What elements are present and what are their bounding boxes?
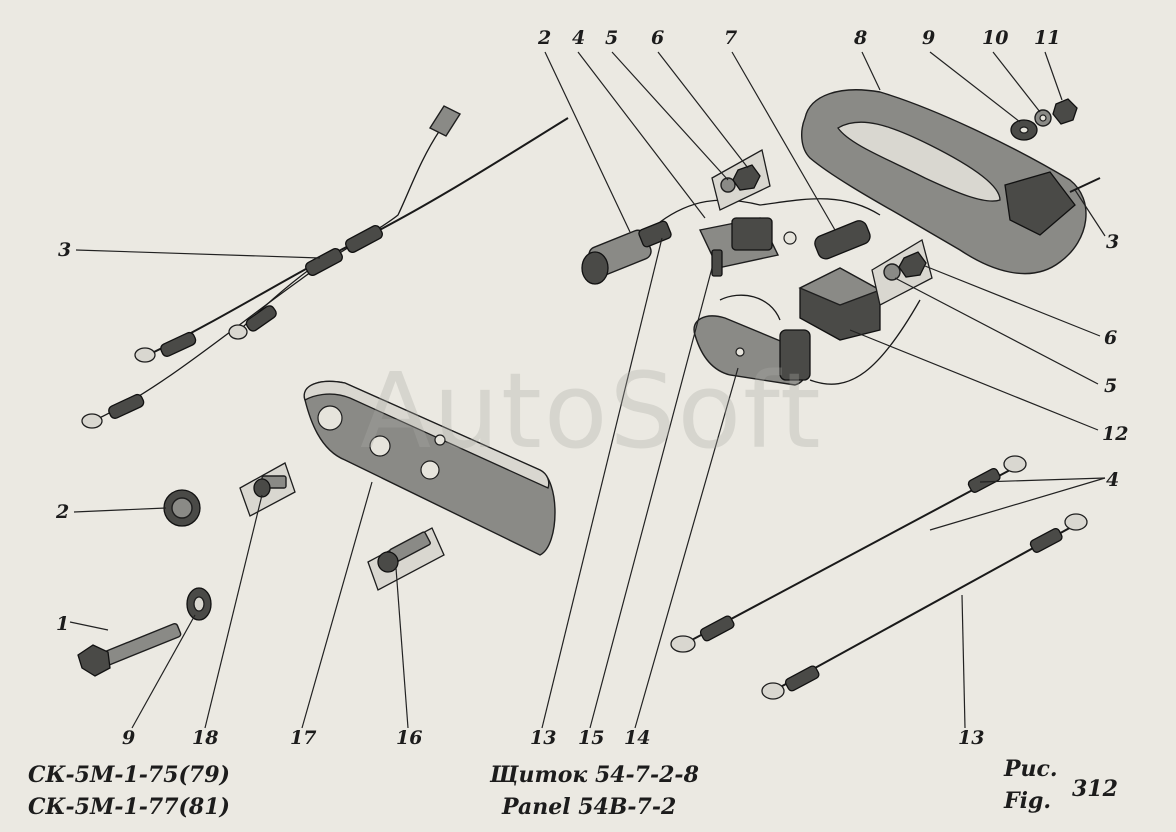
callout-13-bottom: 13 [530, 727, 556, 749]
callout-9-bottom: 9 [122, 727, 135, 749]
callout-1-left: 1 [56, 613, 69, 635]
model-code-2: СК-5М-1-77(81) [28, 794, 230, 820]
callout-18-bottom: 18 [192, 727, 218, 749]
housing-8 [801, 89, 1101, 275]
callout-3-right: 3 [1106, 231, 1119, 253]
callout-3-left: 3 [58, 239, 71, 261]
leader-lines [69, 51, 1106, 729]
fig-label-ru: Рис. [1004, 756, 1058, 782]
callout-8-top: 8 [853, 27, 867, 49]
callout-13-bottom-right: 13 [958, 727, 984, 749]
callout-labels: 2 4 5 6 7 8 9 10 11 3 3 6 5 12 4 2 1 9 1… [55, 27, 1128, 749]
callout-2-top: 2 [537, 27, 551, 49]
callout-12-right: 12 [1102, 423, 1128, 445]
terminal-block-12 [798, 238, 933, 341]
screw-16 [367, 527, 445, 591]
callout-6-top: 6 [651, 27, 664, 49]
callout-2-left: 2 [55, 501, 69, 523]
bolt-1 [77, 587, 212, 677]
callout-9-top: 9 [922, 27, 935, 49]
sleeve-7 [814, 220, 871, 260]
callout-5-right: 5 [1104, 375, 1117, 397]
callout-17-bottom: 17 [290, 727, 316, 749]
callout-7-top: 7 [724, 27, 737, 49]
nut-washer-5-6-top [711, 149, 771, 211]
lamp-holder-2 [581, 220, 672, 285]
wire-harness-3 [81, 105, 569, 429]
toggle-switch [659, 198, 881, 277]
callout-11-top: 11 [1034, 27, 1060, 49]
fig-label-en: Fig. [1004, 788, 1052, 814]
title-ru: Щиток 54-7-2-8 [490, 762, 699, 788]
screw-18 [239, 462, 296, 517]
panel-17 [303, 380, 556, 556]
wire-4 [670, 455, 1027, 653]
callout-6-right: 6 [1104, 327, 1117, 349]
title-en: Panel 54В-7-2 [502, 794, 677, 820]
callout-5-top: 5 [605, 27, 618, 49]
wire-13 [761, 513, 1088, 700]
bracket-14 [693, 294, 921, 386]
callout-16-bottom: 16 [396, 727, 422, 749]
model-code-1: СК-5М-1-75(79) [28, 762, 230, 788]
callout-10-top: 10 [982, 27, 1008, 49]
fasteners-9-10-11 [1010, 98, 1078, 141]
callout-15-bottom: 15 [578, 727, 604, 749]
callout-4-right: 4 [1106, 469, 1119, 491]
grommet-2 [163, 489, 201, 527]
callout-4-top: 4 [572, 27, 585, 49]
callout-14-bottom: 14 [624, 727, 650, 749]
fig-number: 312 [1072, 776, 1118, 802]
